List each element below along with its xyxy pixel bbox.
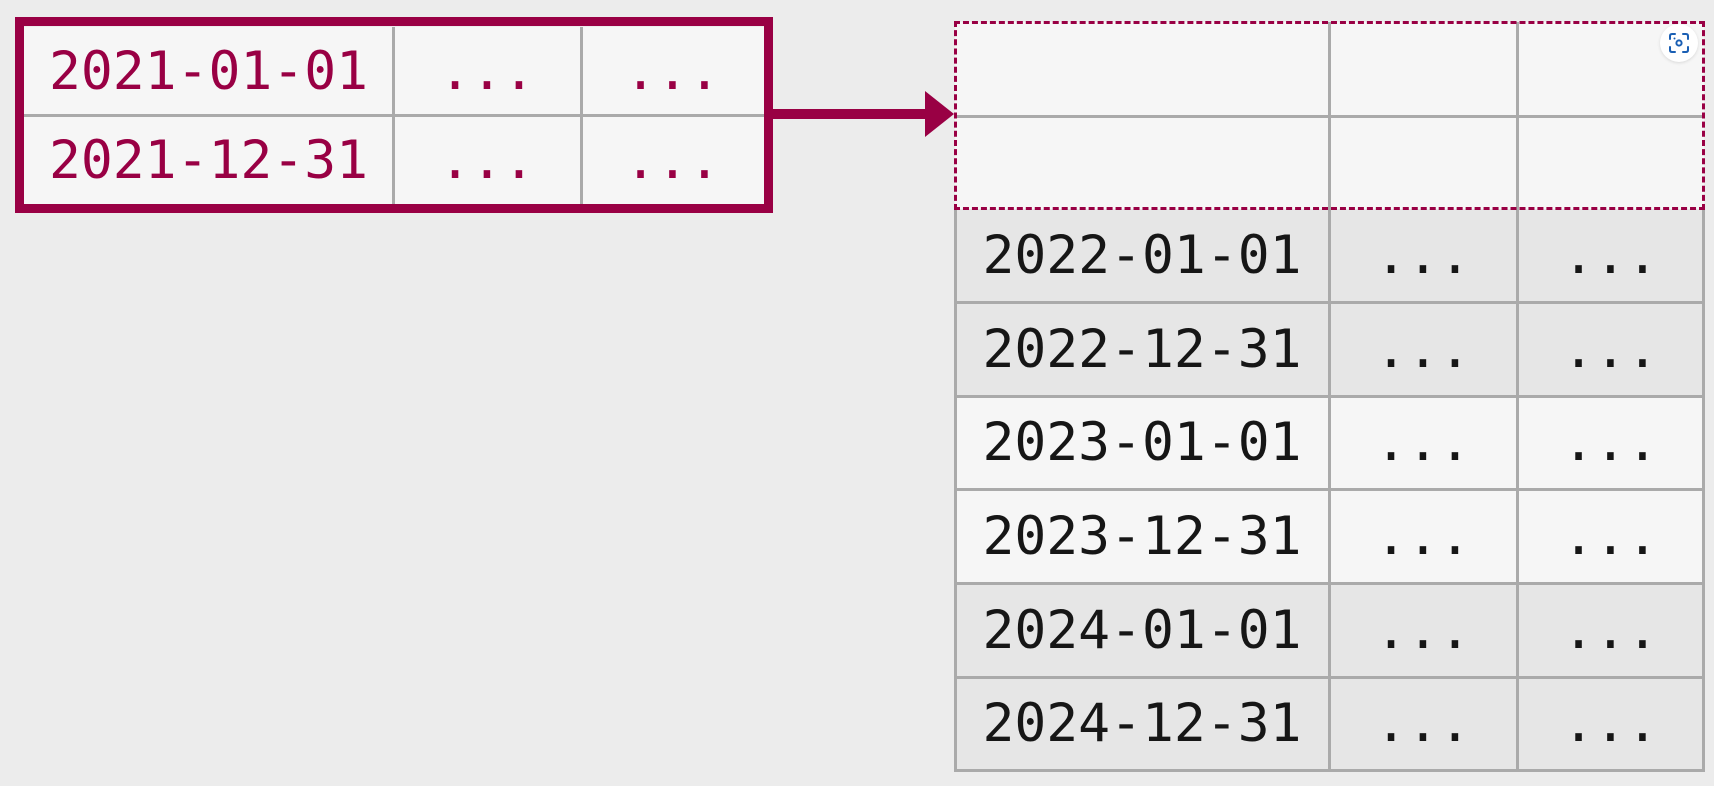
placeholder-cell (955, 116, 1329, 209)
target-date-cell: 2024-01-01 (955, 583, 1329, 677)
target-value-cell: ... (1517, 489, 1704, 583)
lens-scan-icon (1669, 33, 1689, 53)
source-value-cell: ... (581, 116, 764, 204)
placeholder-cell (955, 22, 1329, 116)
source-value-cell: ... (581, 27, 764, 116)
source-value-cell: ... (393, 116, 581, 204)
source-date-cell: 2021-01-01 (24, 27, 393, 116)
target-date-cell: 2023-12-31 (955, 489, 1329, 583)
placeholder-cell (1329, 22, 1517, 116)
target-date-cell: 2023-01-01 (955, 396, 1329, 489)
target-value-cell: ... (1329, 209, 1517, 302)
arrow-head-icon (925, 91, 954, 137)
placeholder-cell (1517, 116, 1704, 209)
grid-line (954, 209, 957, 772)
target-value-cell: ... (1329, 583, 1517, 677)
target-value-cell: ... (1517, 396, 1704, 489)
source-value-cell: ... (393, 27, 581, 116)
visual-search-button[interactable] (1660, 24, 1698, 62)
grid-line (392, 27, 395, 204)
target-value-cell: ... (1517, 302, 1704, 396)
target-value-cell: ... (1329, 302, 1517, 396)
grid-line (1328, 22, 1331, 772)
placeholder-cell (1329, 116, 1517, 209)
target-value-cell: ... (1517, 209, 1704, 302)
target-value-cell: ... (1329, 396, 1517, 489)
target-value-cell: ... (1517, 677, 1704, 770)
grid-line (580, 27, 583, 204)
target-value-cell: ... (1329, 677, 1517, 770)
target-value-cell: ... (1329, 489, 1517, 583)
target-date-cell: 2024-12-31 (955, 677, 1329, 770)
target-date-cell: 2022-12-31 (955, 302, 1329, 396)
source-date-cell: 2021-12-31 (24, 116, 393, 204)
arrow-shaft (770, 109, 930, 119)
target-date-cell: 2022-01-01 (955, 209, 1329, 302)
target-value-cell: ... (1517, 583, 1704, 677)
grid-line (1702, 209, 1705, 772)
grid-line (1516, 22, 1519, 772)
